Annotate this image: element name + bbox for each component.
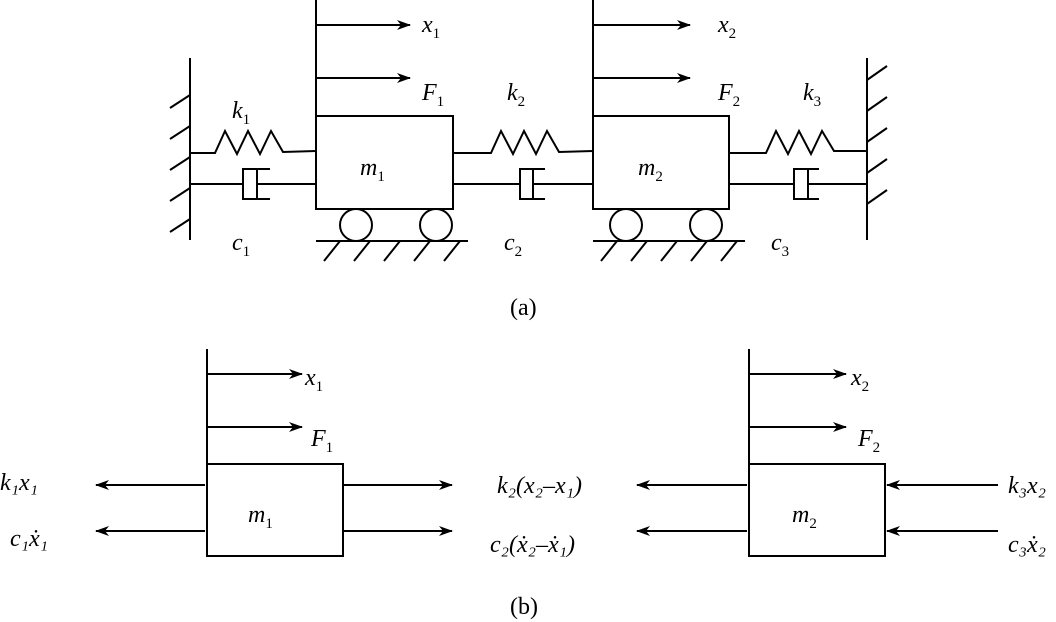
m1-label: m1 — [360, 155, 385, 185]
spring-k2 — [453, 128, 594, 157]
m1-wheel-right — [419, 208, 453, 242]
F2-label: F2 — [717, 80, 740, 110]
part-a-system: x1 F1 x2 F2 k1 k2 k3 c1 c2 c3 m1 m2 — [169, 0, 888, 262]
c1x1dot-label: c₁ẋ₁ — [10, 526, 48, 552]
fbd-x1-label: x1 — [304, 365, 323, 395]
x1-label: x1 — [421, 12, 440, 42]
c2-label: c2 — [504, 230, 522, 260]
m2-label: m2 — [638, 155, 663, 185]
m1-wheel-left — [339, 208, 373, 242]
mass-m1-block — [315, 115, 454, 210]
left-wall — [169, 58, 191, 240]
fbd-F2-label: F2 — [857, 426, 880, 456]
damper-c2 — [453, 168, 593, 200]
m2-ground — [593, 240, 745, 262]
c3x2dot-label: c₃ẋ₂ — [1008, 532, 1046, 558]
right-wall — [866, 58, 888, 240]
c2-force-label: c₂(ẋ₂–ẋ₁) — [490, 532, 575, 558]
part-b-free-body-m1: x1 F1 m1 k₁x₁ c₁ẋ₁ k₂(x₂–x₁) c₂(ẋ₂–ẋ₁) — [0, 349, 582, 558]
fbd-mass-m1-block — [206, 463, 344, 557]
fbd-F1-label: F1 — [310, 426, 333, 456]
caption-b: (b) — [510, 594, 538, 620]
caption-a: (a) — [510, 295, 537, 321]
x2-label: x2 — [717, 12, 736, 42]
k3x2-label: k₃x₂ — [1008, 473, 1046, 499]
spring-k3 — [729, 128, 867, 157]
fbd-mass-m2-block — [748, 463, 886, 557]
k1x1-label: k₁x₁ — [0, 470, 38, 496]
m2-wheel-left — [609, 208, 643, 242]
k2-label: k2 — [507, 80, 525, 110]
k2-force-label: k₂(x₂–x₁) — [497, 473, 582, 499]
part-b-free-body-m2: x2 F2 m2 k₃x₂ c₃ẋ₂ — [636, 349, 1046, 558]
spring-k1 — [190, 128, 317, 157]
F1-label: F1 — [421, 80, 444, 110]
c3-label: c3 — [771, 230, 789, 260]
k1-label: k1 — [232, 98, 250, 128]
mass-m2-block — [592, 115, 730, 210]
k3-label: k3 — [803, 80, 821, 110]
damper-c1 — [190, 168, 316, 200]
damper-c3 — [729, 168, 867, 200]
m2-wheel-right — [689, 208, 723, 242]
fbd-x2-label: x2 — [850, 365, 869, 395]
c1-label: c1 — [232, 230, 250, 260]
fbd-m2-label: m2 — [792, 502, 817, 532]
m1-ground — [316, 240, 468, 262]
fbd-m1-label: m1 — [248, 502, 273, 532]
